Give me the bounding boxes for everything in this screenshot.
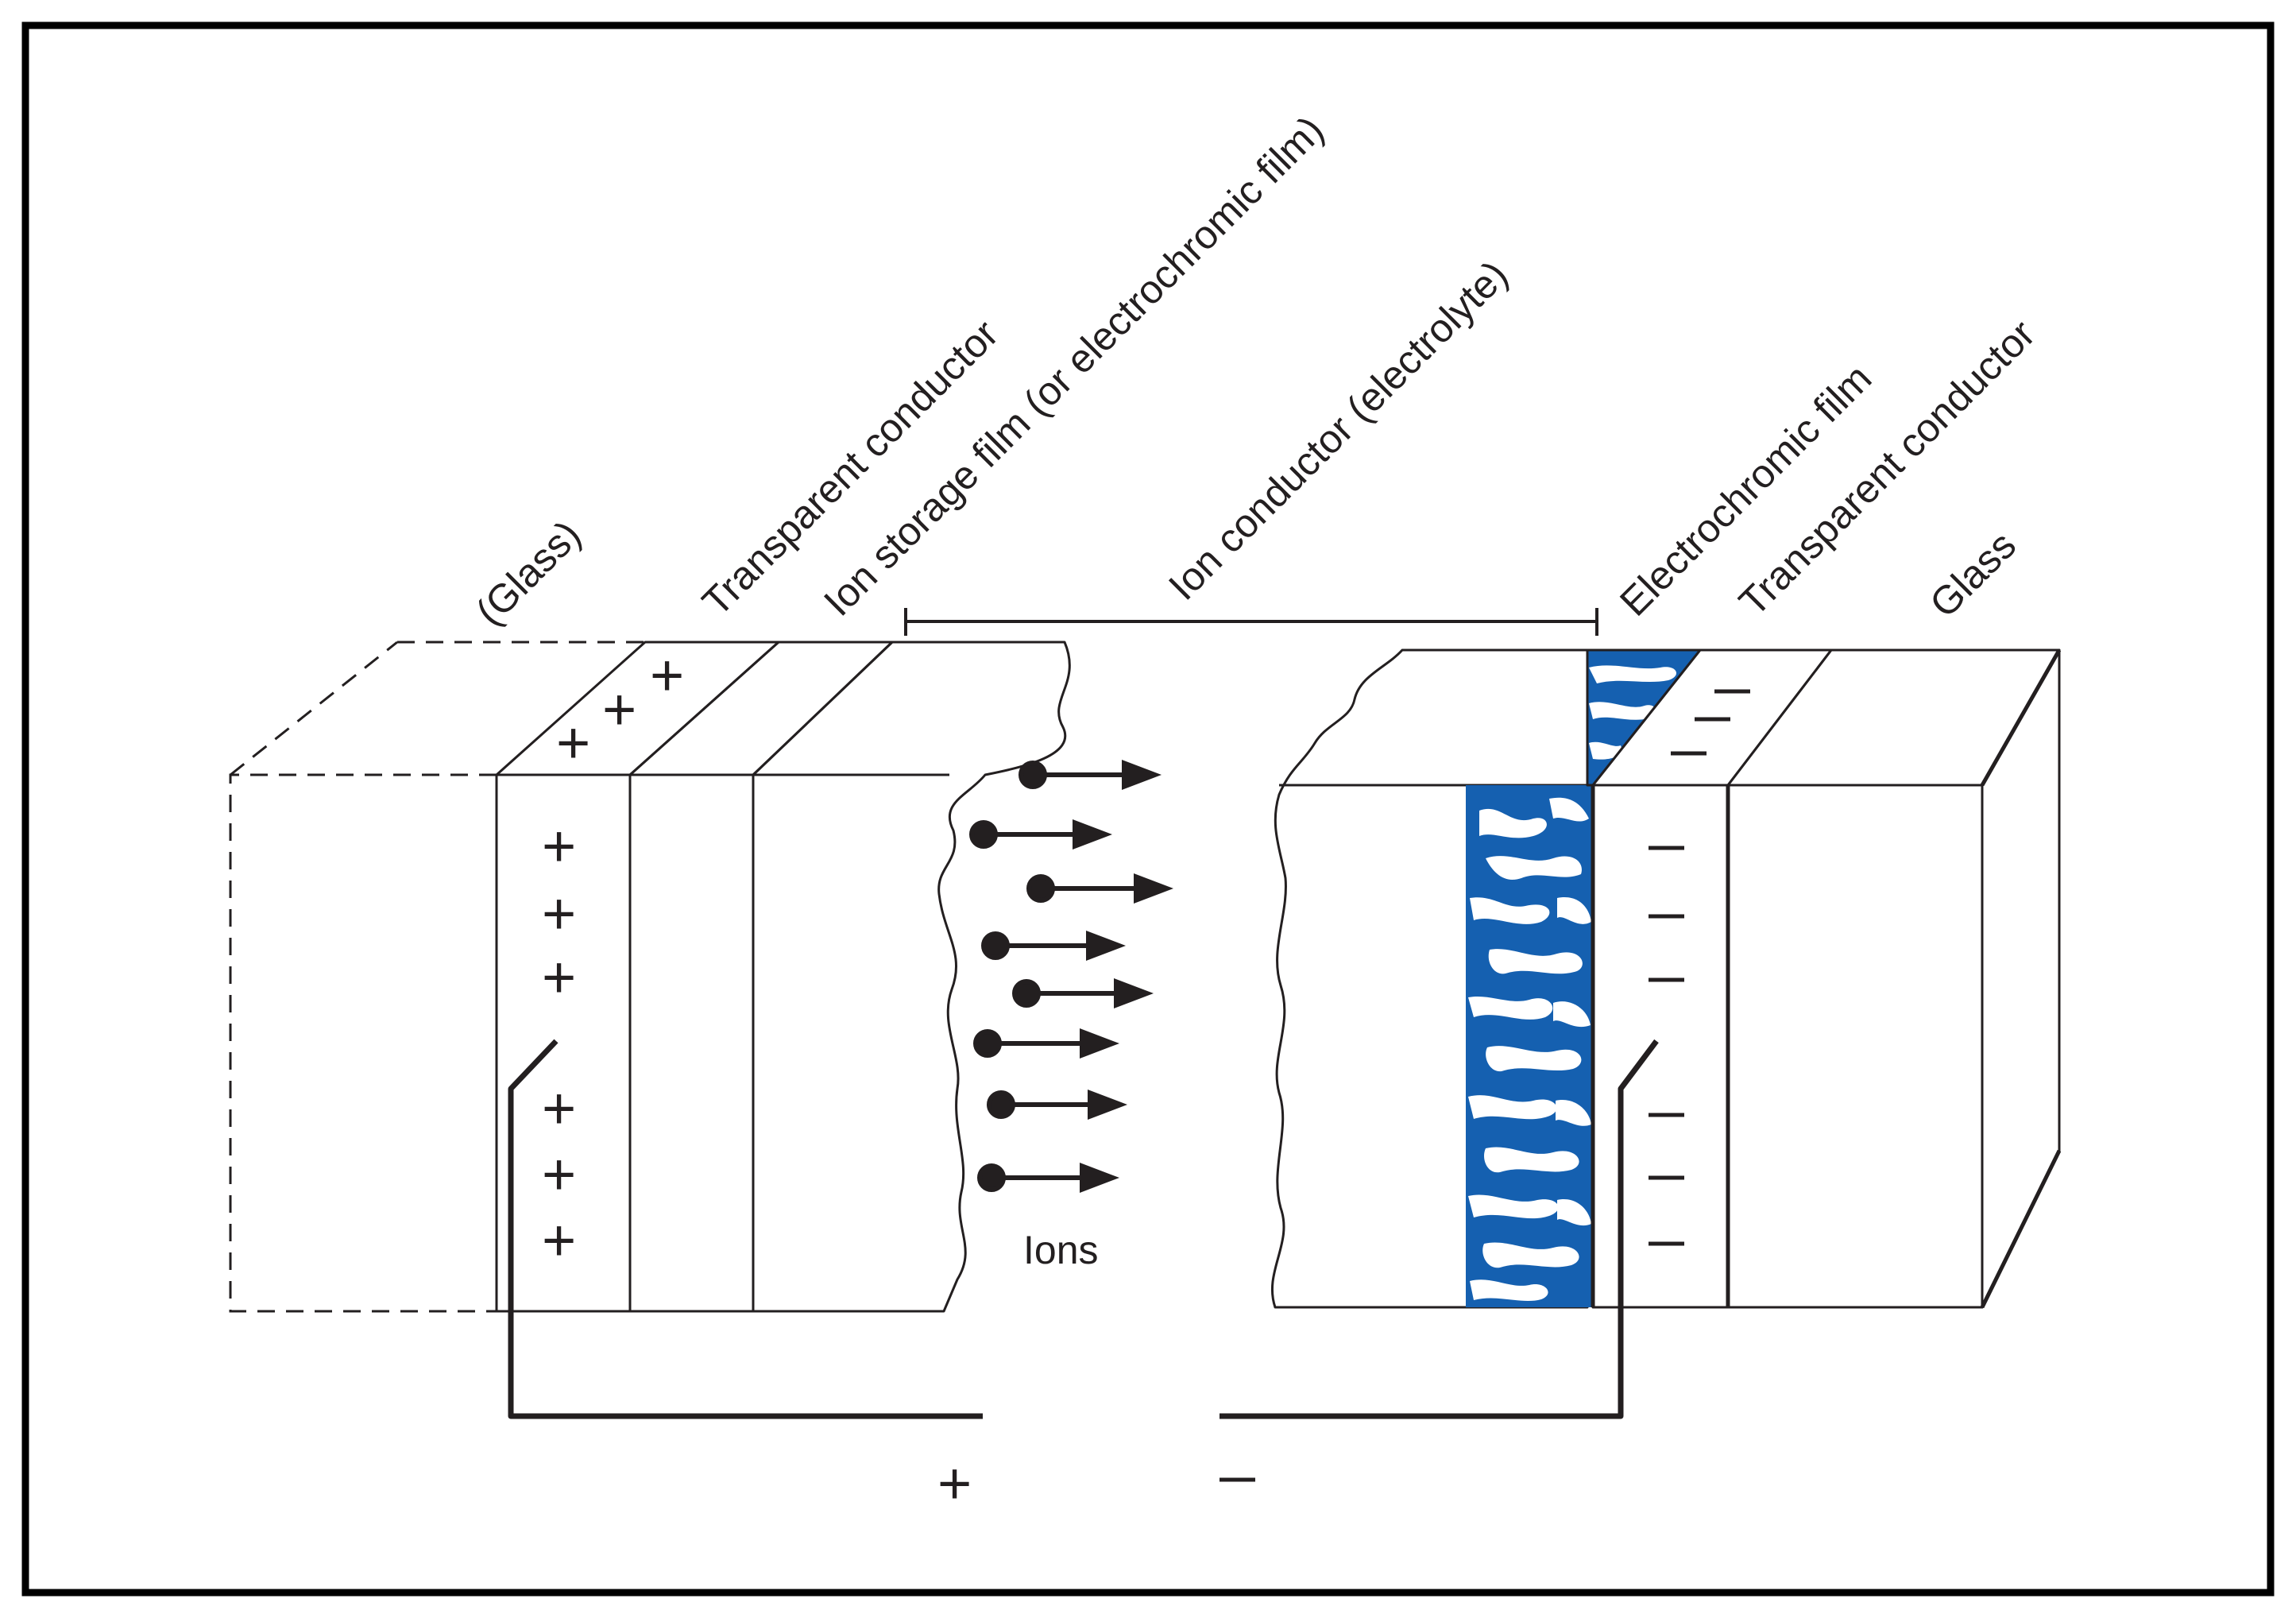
ion-conductor-span-bracket bbox=[904, 608, 1598, 636]
figure-frame bbox=[21, 21, 2275, 1597]
glass-left-dashed-outline bbox=[229, 641, 645, 1313]
ion-conductor-right-portion bbox=[1270, 648, 1589, 1309]
ions-label: Ions bbox=[1023, 1228, 1099, 1272]
positive-charges: + + + + + + + + + bbox=[542, 642, 684, 1273]
ion-arrow bbox=[969, 819, 1112, 850]
ion-arrow bbox=[977, 1163, 1119, 1193]
electrochromic-film-layer bbox=[1466, 648, 1702, 1307]
ion-arrow bbox=[973, 1028, 1119, 1059]
positive-terminal: + bbox=[937, 1450, 972, 1516]
ion-arrow bbox=[981, 931, 1126, 961]
positive-charge: + bbox=[542, 944, 576, 1010]
positive-charge: + bbox=[556, 710, 590, 776]
ion-conductor-left-portion bbox=[752, 641, 1071, 1313]
negative-charges bbox=[1649, 689, 1750, 1246]
positive-charge: + bbox=[650, 642, 684, 708]
ion-arrow bbox=[987, 1090, 1127, 1120]
positive-charge: + bbox=[542, 881, 576, 946]
positive-charge: + bbox=[602, 676, 636, 742]
positive-charge: + bbox=[542, 1141, 576, 1207]
ion-arrow bbox=[1019, 760, 1162, 790]
glass-right-layer bbox=[1726, 648, 2062, 1309]
negative-lead-wire bbox=[1220, 1039, 1659, 1419]
ion-arrow bbox=[1012, 978, 1154, 1008]
positive-lead-wire bbox=[508, 1039, 983, 1419]
ion-arrow bbox=[1026, 873, 1173, 904]
positive-charge: + bbox=[542, 1207, 576, 1273]
positive-charge: + bbox=[542, 813, 576, 879]
ion-arrows bbox=[969, 760, 1173, 1193]
positive-charge: + bbox=[542, 1075, 576, 1141]
